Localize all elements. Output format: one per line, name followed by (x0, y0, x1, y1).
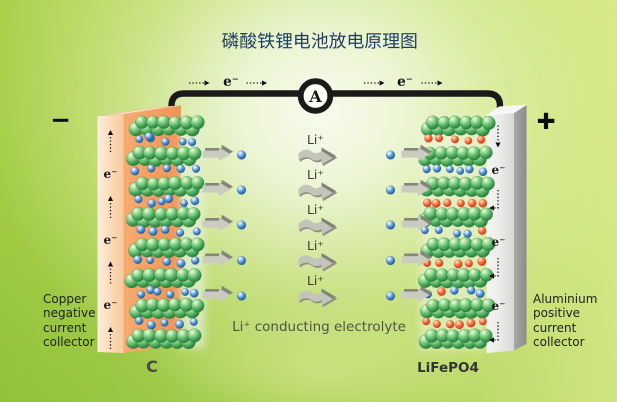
li-ion-label-1: Li⁺ (306, 132, 325, 147)
li-ion-label-5: Li⁺ (306, 273, 325, 288)
positive-terminal: + (534, 103, 560, 133)
li-ion-arrow (298, 253, 338, 272)
electron-flow-arrow (107, 261, 114, 284)
ion-path-arrow (202, 144, 234, 161)
ion-path-arrow (401, 285, 433, 302)
li-ion-arrow (298, 182, 338, 202)
li-ion-dot (385, 291, 396, 301)
graphite-structure (124, 115, 205, 350)
ion-path-arrow (401, 250, 433, 267)
lifepo4-structure (417, 115, 496, 350)
cathode-electron-label-1: e⁻ (491, 163, 506, 177)
electron-flow-arrow (421, 80, 443, 86)
ion-path-arrow (202, 250, 234, 267)
page-title-glyphs (222, 32, 417, 49)
anode-electron-label-2: e⁻ (103, 232, 118, 247)
ammeter (297, 78, 334, 114)
wire-electron-label-right: e⁻ (397, 74, 413, 90)
anode-electron-label-3: e⁻ (103, 298, 118, 312)
li-ion-dot (385, 150, 396, 160)
li-ion-dot (385, 185, 396, 195)
electron-flow-arrow (107, 327, 114, 349)
negative-terminal: − (48, 104, 74, 134)
li-ion-dot (236, 255, 247, 266)
li-ion-dot (236, 291, 247, 301)
li-ion-dot (236, 220, 247, 230)
li-ion-arrow (298, 147, 338, 167)
ion-path-arrow (401, 179, 433, 196)
li-ion-label-2: Li⁺ (306, 167, 325, 182)
li-ion-arrow (298, 217, 338, 237)
electrolyte-caption: Li⁺ conducting electrolyte (232, 319, 406, 335)
page-title (222, 32, 417, 49)
ion-path-arrow (202, 214, 234, 231)
aluminium-collector (486, 104, 527, 353)
electron-flow-arrow (495, 125, 501, 148)
electron-flow-arrow (489, 322, 499, 343)
negative-terminal-sign (52, 118, 69, 122)
electron-flow-arrow (107, 196, 114, 218)
circuit-wire (168, 90, 504, 122)
cathode-electron-label-2: e⁻ (491, 234, 506, 249)
anode-collector-label: Copper negative current collector (43, 292, 96, 350)
anode-electron-label-1: e⁻ (103, 167, 118, 181)
li-ion-dot (236, 150, 247, 160)
cathode-material-label: LiFePO4 (417, 360, 479, 376)
li-ion-dot (385, 255, 396, 266)
anode-material-label: C (146, 357, 158, 376)
ion-path-arrow (401, 144, 433, 161)
electron-flow-arrow (489, 258, 499, 279)
ion-path-arrow (202, 179, 234, 196)
electron-flow-arrow (107, 130, 114, 152)
ammeter-label: A (309, 86, 322, 106)
li-ion-label-3: Li⁺ (306, 202, 325, 217)
electron-flow-arrow (246, 80, 267, 86)
positive-terminal-sign (537, 112, 555, 129)
electron-flow-arrow (489, 190, 499, 211)
cathode-electron-label-3: e⁻ (491, 298, 506, 313)
li-ion-arrow (298, 288, 338, 308)
ion-path-arrow (401, 214, 433, 231)
li-ion-label-4: Li⁺ (306, 237, 325, 253)
ion-path-arrow (202, 285, 234, 302)
electron-flow-arrow (189, 80, 210, 86)
li-ion-dot (236, 185, 247, 195)
li-ion-dot (385, 220, 396, 230)
electron-flow-arrow (364, 80, 385, 86)
cathode-collector-label: Aluminium positive current collector (533, 292, 598, 350)
wire-electron-label-left: e⁻ (223, 74, 239, 90)
